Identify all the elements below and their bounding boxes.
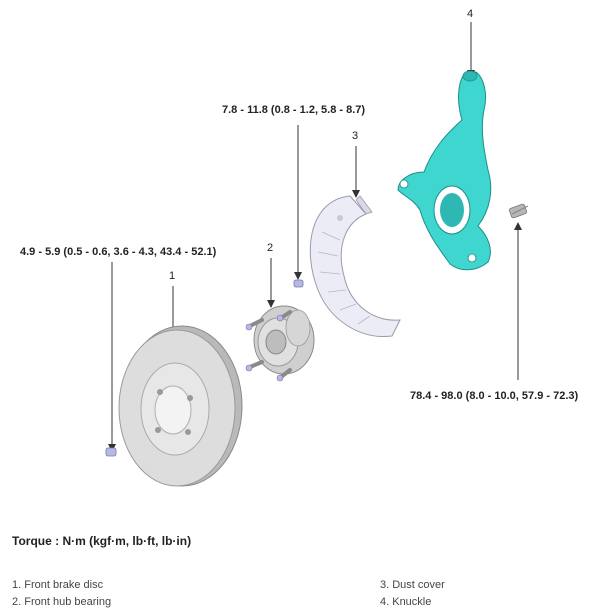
- torque-disc-screw: 4.9 - 5.9 (0.5 - 0.6, 3.6 - 4.3, 43.4 - …: [20, 246, 217, 258]
- dust-cover-bolt: [293, 279, 304, 288]
- legend-item-front-hub-bearing: 2. Front hub bearing: [12, 596, 112, 608]
- leader-lines: [111, 22, 519, 446]
- callout-1: 1: [169, 270, 176, 282]
- legend-item-dust-cover: 3. Dust cover: [380, 579, 445, 591]
- legend-item-knuckle: 4. Knuckle: [380, 596, 432, 608]
- callout-4: 4: [467, 8, 474, 20]
- callout-2: 2: [267, 242, 274, 254]
- arrow-hub-bearing: [267, 300, 275, 308]
- knuckle-bolt: [508, 203, 529, 219]
- knuckle: [397, 70, 492, 271]
- dust-cover: [309, 195, 401, 338]
- arrow-dust-cover: [352, 190, 360, 198]
- front-hub-bearing: [245, 305, 315, 382]
- torque-knuckle-bolt: 78.4 - 98.0 (8.0 - 10.0, 57.9 - 72.3): [410, 390, 579, 402]
- callout-3: 3: [352, 130, 359, 142]
- front-brake-disc: [118, 325, 243, 487]
- torque-units-title: Torque : N·m (kgf·m, lb·ft, lb·in): [12, 534, 192, 548]
- legend-item-front-brake-disc: 1. Front brake disc: [12, 579, 104, 591]
- arrow-knuckle-bolt: [514, 222, 522, 230]
- disc-screw: [105, 447, 117, 457]
- arrow-dust-cover-bolt: [294, 272, 302, 280]
- torque-dust-cover-bolt: 7.8 - 11.8 (0.8 - 1.2, 5.8 - 8.7): [222, 104, 366, 116]
